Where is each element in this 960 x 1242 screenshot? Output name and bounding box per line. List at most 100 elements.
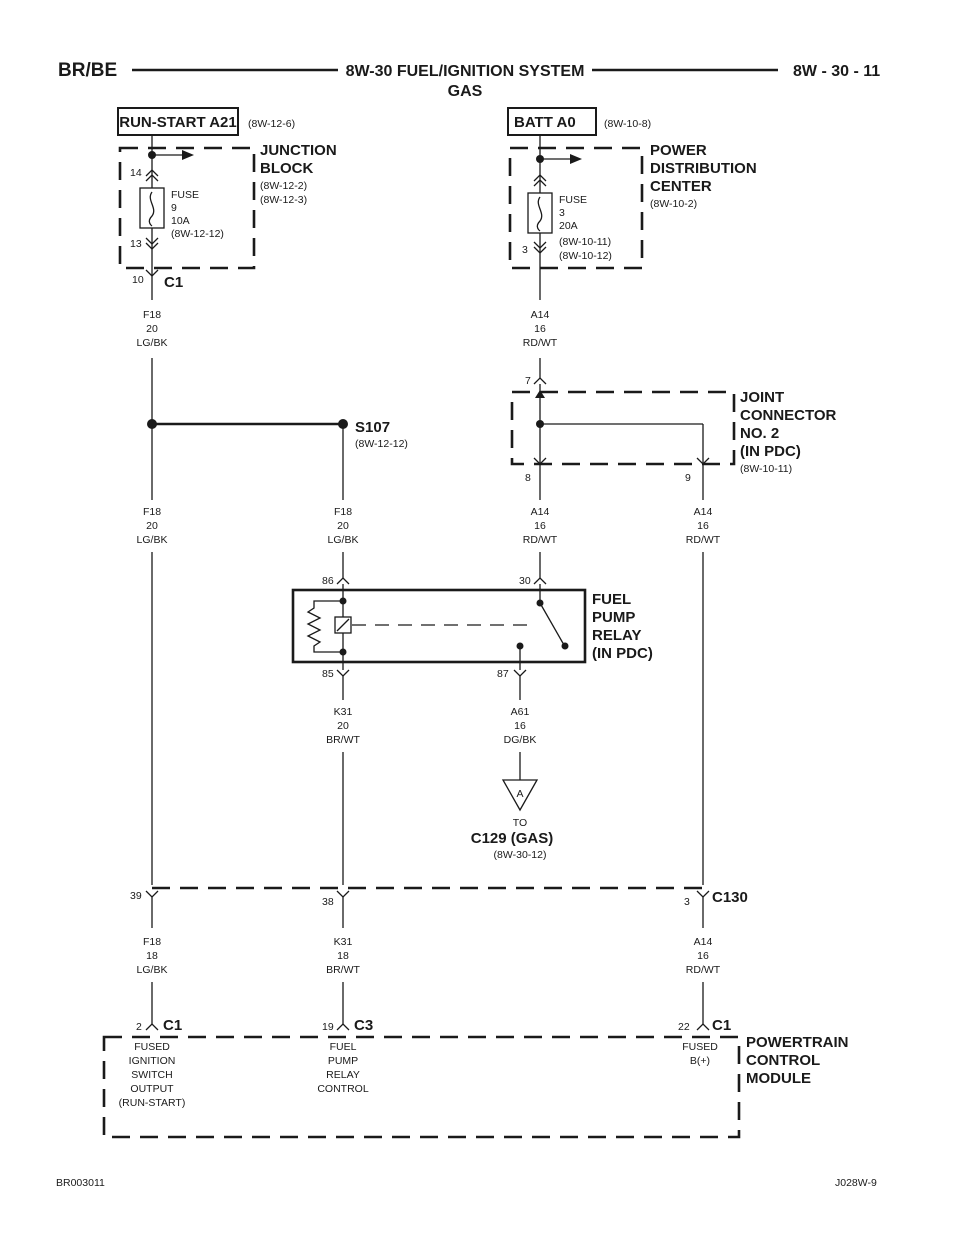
wire-k31-bottom: K31 18 BR/WT — [326, 936, 360, 976]
wire-circuit: A14 — [694, 506, 713, 518]
fuse-3-ref-1: (8W-10-11) — [559, 236, 611, 248]
wire-circuit: A61 — [511, 706, 530, 718]
wire-color: RD/WT — [686, 964, 721, 976]
c130-pin3-icon — [696, 890, 710, 898]
pdc-title-3: CENTER — [650, 178, 712, 195]
wire-gauge: 20 — [146, 520, 158, 532]
pcm-left-desc-4: OUTPUT — [130, 1083, 174, 1095]
relay-pin-85: 85 — [322, 668, 334, 680]
jb-pin14-icon — [145, 169, 159, 177]
joint-pin9-icon — [696, 457, 710, 465]
joint-pin7-icon — [533, 377, 547, 385]
joint-title-3: NO. 2 — [740, 425, 779, 442]
fuse-9-ref: (8W-12-12) — [171, 228, 224, 240]
splice-s107: S107 (8W-12-12) — [147, 358, 408, 500]
wire-color: LG/BK — [137, 964, 168, 976]
pdc-pin-3: 3 — [522, 244, 528, 256]
pcm-right-desc-2: B(+) — [690, 1055, 710, 1067]
wire-color: RD/WT — [523, 337, 558, 349]
wire-a14-mid: A14 16 RD/WT — [523, 506, 558, 546]
wire-color: BR/WT — [326, 964, 360, 976]
fuel-pump-relay-section: 86 30 FUEL PUMP RELAY (IN PDC) 85 87 — [151, 552, 704, 885]
wire-circuit: A14 — [694, 936, 713, 948]
pcm-title-1: POWERTRAIN — [746, 1034, 849, 1051]
splice-dot-left — [147, 419, 157, 429]
pcm-pin2-icon — [145, 1023, 159, 1031]
pcm-mid-desc-4: CONTROL — [317, 1083, 368, 1095]
s107-label: S107 — [355, 419, 390, 436]
pdc-fuse-in-icon — [533, 174, 547, 182]
wire-gauge: 18 — [146, 950, 158, 962]
batt-box — [507, 107, 597, 136]
junction-block-ref-1: (8W-12-2) — [260, 180, 307, 192]
jb-c1-pin: 10 — [132, 274, 144, 286]
joint-pin-9: 9 — [685, 472, 691, 484]
wire-a14-bottom: A14 16 RD/WT — [686, 936, 721, 976]
pdc-outline — [508, 146, 644, 270]
wire-f18-mid: F18 20 LG/BK — [328, 506, 359, 546]
wire-circuit: F18 — [143, 309, 161, 321]
wire-color: LG/BK — [137, 534, 168, 546]
wire-gauge: 16 — [514, 720, 526, 732]
pcm-pin-2: 2 — [136, 1021, 142, 1033]
junction-block-outline — [118, 146, 256, 270]
c130-pin-3: 3 — [684, 896, 690, 908]
wire-f18-top: F18 20 LG/BK — [137, 309, 168, 349]
c130-pin-39: 39 — [130, 890, 142, 902]
relay-title-1: FUEL — [592, 591, 631, 608]
c130-connector: 39 38 3 C130 — [130, 886, 748, 928]
jb-pin14b-icon — [145, 174, 159, 182]
fuse-9-body — [139, 187, 165, 229]
pcm-pin-22: 22 — [678, 1021, 690, 1033]
fuse-3-amperage: 20A — [559, 220, 578, 232]
wire-gauge: 16 — [534, 520, 546, 532]
wire-a14-top: A14 16 RD/WT — [523, 309, 558, 349]
pcm-left-desc-3: SWITCH — [131, 1069, 172, 1081]
pcm-pin22-icon — [696, 1023, 710, 1031]
jb-c1-pin-icon — [145, 269, 159, 277]
offpage-ref[interactable]: (8W-30-12) — [494, 849, 547, 861]
footer-right: J028W-9 — [835, 1177, 877, 1189]
header-subtitle: GAS — [448, 83, 483, 100]
jb-pin-13: 13 — [130, 238, 142, 250]
wire-color: BR/WT — [326, 734, 360, 746]
pcm-conn-c3: C3 — [354, 1017, 373, 1034]
wire-color: LG/BK — [328, 534, 359, 546]
offpage-target[interactable]: C129 (GAS) — [471, 830, 554, 847]
joint-connector-outline — [510, 390, 736, 466]
relay-pin-86: 86 — [322, 575, 334, 587]
wire-color: RD/WT — [523, 534, 558, 546]
fuse-3-body — [527, 192, 553, 234]
pdc-title-2: DISTRIBUTION — [650, 160, 757, 177]
pcm-mid-desc-1: FUEL — [330, 1041, 357, 1053]
joint-title-1: JOINT — [740, 389, 784, 406]
joint-title-4: (IN PDC) — [740, 443, 801, 460]
relay-pin-30: 30 — [519, 575, 531, 587]
relay-title-2: PUMP — [592, 609, 635, 626]
wire-gauge: 20 — [337, 720, 349, 732]
wire-gauge: 16 — [697, 950, 709, 962]
wire-gauge: 20 — [146, 323, 158, 335]
offpage-to: TO — [513, 817, 527, 829]
wire-f18-bottom: F18 18 LG/BK — [137, 936, 168, 976]
junction-block-section: RUN-START A21 (8W-12-6) JUNCTION BLOCK (… — [117, 107, 337, 300]
jb-bus-arrow-icon — [182, 150, 194, 160]
header-left: BR/BE — [58, 60, 117, 81]
header-title: 8W-30 FUEL/IGNITION SYSTEM — [346, 63, 585, 80]
offpage-connector[interactable]: A TO C129 (GAS) (8W-30-12) — [471, 779, 554, 861]
pcm-conn-c1-left: C1 — [163, 1017, 182, 1034]
fuse-9-element-icon — [148, 191, 155, 227]
wire-gauge: 16 — [534, 323, 546, 335]
wire-circuit: F18 — [143, 936, 161, 948]
relay-pin86-icon — [336, 577, 350, 585]
joint-connector-section: 7 JOINT CONNECTOR NO. 2 (IN PDC) (8W-10-… — [510, 358, 837, 500]
pcm-pin19-icon — [336, 1023, 350, 1031]
pdc-title-1: POWER — [650, 142, 707, 159]
pcm-right-desc-1: FUSED — [682, 1041, 718, 1053]
wire-gauge: 20 — [337, 520, 349, 532]
pdc-ref: (8W-10-2) — [650, 198, 697, 210]
joint-pin8-icon — [533, 457, 547, 465]
contact-arm-end-dot — [561, 642, 569, 650]
relay-switch-arm — [539, 602, 565, 646]
